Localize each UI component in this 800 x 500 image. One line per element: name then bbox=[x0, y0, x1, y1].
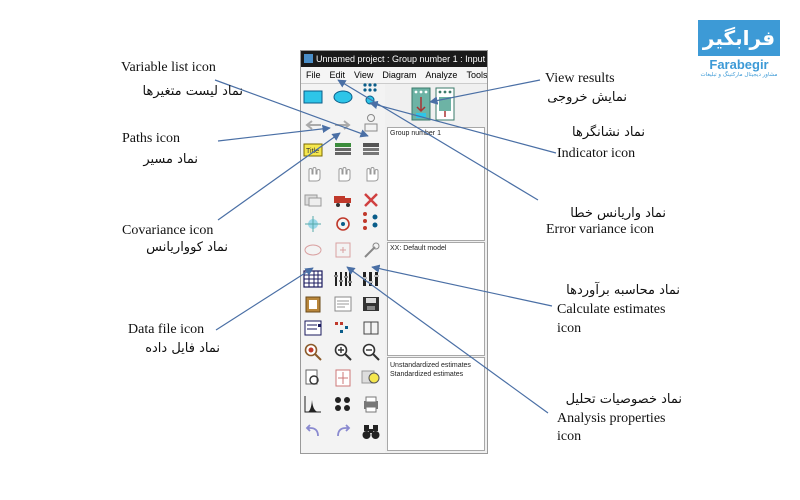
zoom-in-icon[interactable] bbox=[333, 342, 353, 362]
redo-icon[interactable] bbox=[333, 422, 353, 442]
label-view-results-fa: نمایش خروجی bbox=[547, 90, 627, 105]
label-analysis-properties-fa: نماد خصوصیات تحلیل bbox=[565, 392, 682, 407]
logo-latin: Farabegir bbox=[709, 57, 769, 72]
menu-file[interactable]: File bbox=[306, 70, 321, 80]
models-pane[interactable]: XX: Default model bbox=[387, 242, 485, 356]
reflect-indicators-icon[interactable] bbox=[361, 212, 381, 232]
label-error-variance-fa: نماد واریانس خطا bbox=[570, 206, 666, 221]
change-shape-icon[interactable] bbox=[303, 214, 323, 234]
error-variance-icon[interactable] bbox=[361, 113, 381, 133]
path-arrow-icon[interactable] bbox=[303, 115, 323, 135]
groups-pane[interactable]: Group number 1 bbox=[387, 127, 485, 241]
arrow-error-variance bbox=[337, 79, 539, 201]
zoom-page-icon[interactable] bbox=[303, 368, 323, 388]
label-error-variance-en: Error variance icon bbox=[546, 222, 655, 237]
erase-icon[interactable] bbox=[361, 190, 381, 210]
app-icon bbox=[304, 54, 313, 63]
unstandardized-estimates[interactable]: Unstandardized estimates bbox=[390, 362, 471, 369]
menu-diagram[interactable]: Diagram bbox=[382, 70, 417, 80]
select-one-object-icon[interactable] bbox=[303, 164, 323, 184]
arrow-paths bbox=[217, 124, 331, 142]
zoom-out-icon[interactable] bbox=[361, 342, 381, 362]
farabegir-logo: فرابگیر Farabegir مشاور دیجیتال مارکتینگ… bbox=[698, 20, 780, 90]
analysis-properties-icon[interactable] bbox=[333, 269, 353, 289]
group-number-1[interactable]: Group number 1 bbox=[390, 130, 441, 137]
zoom-select-icon[interactable] bbox=[303, 342, 323, 362]
move-truck-icon[interactable] bbox=[333, 190, 353, 210]
duplicate-icon[interactable] bbox=[303, 190, 323, 210]
label-variable-list-en: Variable list icon bbox=[121, 60, 216, 75]
amos-window: Unnamed project : Group number 1 : Input… bbox=[300, 50, 488, 454]
specification-search-icon[interactable] bbox=[333, 394, 353, 414]
select-all-objects-icon[interactable] bbox=[333, 164, 353, 184]
binoculars-icon[interactable] bbox=[361, 422, 381, 442]
window-titlebar[interactable]: Unnamed project : Group number 1 : Input bbox=[301, 51, 487, 67]
arrow-indicator bbox=[369, 100, 557, 154]
svg-text:Title: Title bbox=[306, 148, 319, 155]
clipboard-copy-icon[interactable] bbox=[303, 294, 323, 314]
magnify-icon[interactable] bbox=[361, 368, 381, 388]
save-diagram-icon[interactable] bbox=[361, 294, 381, 314]
drag-properties-icon[interactable] bbox=[333, 318, 353, 338]
variable-list-icon[interactable] bbox=[333, 140, 353, 160]
label-calculate-estimates-en1: Calculate estimates bbox=[557, 302, 666, 317]
degrees-of-freedom-icon[interactable] bbox=[303, 394, 323, 414]
menu-edit[interactable]: Edit bbox=[329, 70, 346, 80]
label-analysis-properties-en2: icon bbox=[557, 429, 582, 444]
label-variable-list-fa: نماد لیست متغیرها bbox=[142, 84, 243, 99]
arrow-data-file bbox=[215, 267, 314, 331]
label-indicator-fa: نماد نشانگرها bbox=[572, 125, 645, 140]
view-text-icon[interactable] bbox=[333, 294, 353, 314]
menu-view[interactable]: View bbox=[354, 70, 374, 80]
list-variables-in-data-icon[interactable] bbox=[361, 140, 381, 160]
label-paths-en: Paths icon bbox=[122, 131, 180, 146]
arrow-variable-list bbox=[214, 79, 369, 138]
label-paths-fa: نماد مسیر bbox=[143, 152, 198, 167]
default-model[interactable]: XX: Default model bbox=[390, 245, 447, 252]
label-covariance-en: Covariance icon bbox=[122, 223, 214, 238]
toolbox: Title bbox=[301, 83, 385, 453]
draw-observed-variable-icon[interactable] bbox=[303, 87, 323, 107]
title-icon[interactable]: Title bbox=[303, 140, 323, 160]
undo-icon[interactable] bbox=[303, 422, 323, 442]
menu-bar: FileEditViewDiagramAnalyzeToolsH bbox=[301, 67, 487, 84]
arrow-analysis-properties bbox=[346, 266, 549, 414]
touch-up-icon[interactable] bbox=[361, 240, 381, 260]
preserve-symmetries-icon[interactable] bbox=[361, 318, 381, 338]
window-title: Unnamed project : Group number 1 : Input bbox=[316, 54, 486, 64]
label-analysis-properties-en1: Analysis properties bbox=[557, 411, 666, 426]
draw-unobserved-variable-icon[interactable] bbox=[333, 87, 353, 107]
view-results-strip bbox=[385, 84, 487, 124]
standardized-estimates[interactable]: Standardized estimates bbox=[390, 371, 464, 378]
estimates-pane[interactable]: Unstandardized estimates Standardized es… bbox=[387, 357, 485, 451]
arrow-calculate-estimates bbox=[371, 264, 553, 307]
arrow-view-results bbox=[429, 79, 541, 105]
label-calculate-estimates-en2: icon bbox=[557, 321, 582, 336]
label-view-results-en: View results bbox=[545, 71, 615, 86]
menu-analyze[interactable]: Analyze bbox=[425, 70, 458, 80]
logo-persian: فرابگیر bbox=[698, 20, 780, 56]
rotate-indicators-icon[interactable] bbox=[333, 214, 353, 234]
scroll-icon[interactable] bbox=[333, 240, 353, 260]
fit-to-page-icon[interactable] bbox=[333, 368, 353, 388]
logo-tagline: مشاور دیجیتال مارکتینگ و تبلیغات bbox=[700, 72, 778, 78]
move-parameters-icon[interactable] bbox=[303, 240, 323, 260]
label-covariance-fa: نماد کوواریانس bbox=[146, 240, 228, 255]
menu-tools[interactable]: Tools bbox=[466, 70, 487, 80]
print-icon[interactable] bbox=[361, 394, 381, 414]
view-input-diagram-icon[interactable] bbox=[411, 87, 431, 121]
label-indicator-en: Indicator icon bbox=[557, 146, 636, 161]
arrow-covariance bbox=[217, 132, 341, 221]
object-properties-icon[interactable] bbox=[303, 318, 323, 338]
label-data-file-en: Data file icon bbox=[128, 322, 205, 337]
deselect-all-icon[interactable] bbox=[361, 164, 381, 184]
label-data-file-fa: نماد فایل داده bbox=[145, 341, 220, 356]
label-calculate-estimates-fa: نماد محاسبه برآوردها bbox=[566, 283, 680, 298]
